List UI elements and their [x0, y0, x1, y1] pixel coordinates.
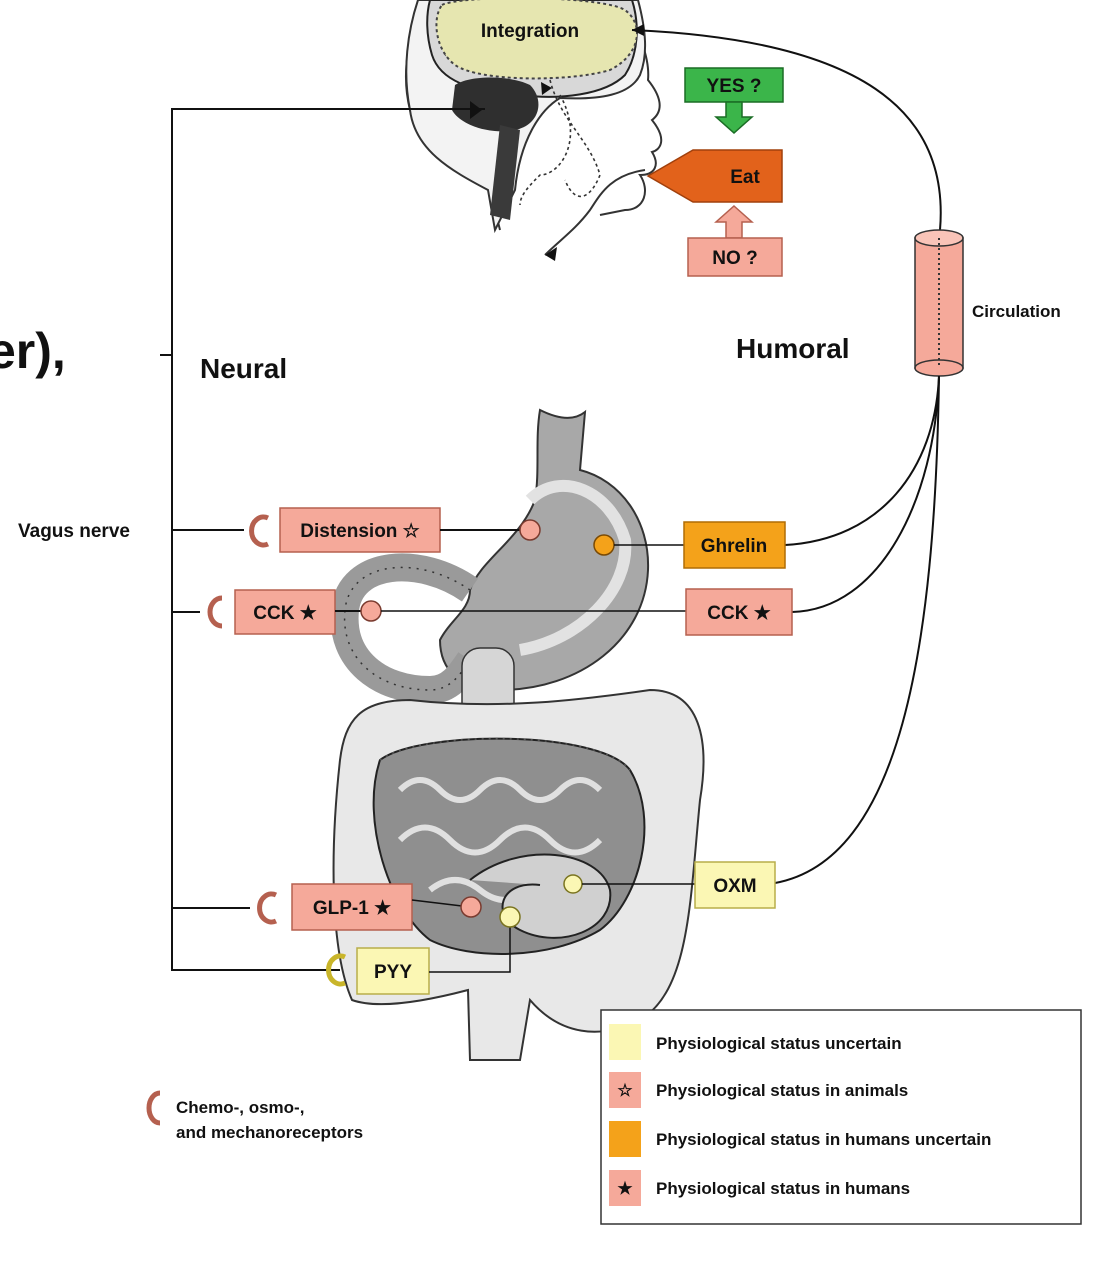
no-box [687, 237, 783, 277]
receptor-glp1 [257, 891, 278, 925]
signal-distension: Distension ☆ [249, 507, 541, 553]
legend-item-uncertain: Physiological status uncertain [609, 1024, 902, 1060]
legend-item-animals: ☆ Physiological status in animals [609, 1072, 908, 1108]
ghrelin-label: Ghrelin [701, 536, 768, 557]
oxm-label: OXM [713, 876, 756, 897]
yes-label: YES ? [707, 76, 762, 97]
signal-glp1: GLP-1 ★ [257, 883, 482, 931]
legend-item-humans-uncertain: Physiological status in humans uncertain [609, 1121, 991, 1157]
signal-cck-neural: CCK ★ [207, 589, 686, 635]
signal-cck-humoral: CCK ★ [685, 588, 793, 636]
no-label: NO ? [712, 248, 757, 269]
eat-label: Eat [730, 167, 760, 188]
signal-oxm: OXM [563, 861, 776, 909]
distension-site [519, 519, 541, 541]
neural-pathway [160, 108, 485, 971]
glp1-site [460, 896, 482, 918]
legend-item-humans: ★ Physiological status in humans [609, 1170, 910, 1206]
pyy-site [499, 906, 521, 928]
neural-label: Neural [200, 353, 287, 384]
oxm-site [563, 874, 583, 894]
pyy-label: PYY [374, 962, 412, 983]
legend-symbol-animals: ☆ [617, 1081, 633, 1100]
yes-down-arrow [714, 101, 754, 135]
yes-box [684, 67, 784, 103]
eat-box [646, 149, 783, 203]
ghrelin-site [593, 534, 615, 556]
legend: Physiological status uncertain ☆ Physiol… [600, 1009, 1082, 1225]
legend-symbol-humans: ★ [617, 1179, 633, 1198]
signal-pyy: PYY [326, 906, 521, 995]
humoral-pathway: Circulation [631, 24, 1061, 884]
legend-label-humans: Physiological status in humans [656, 1179, 910, 1198]
cck-neural-label: CCK ★ [253, 603, 316, 624]
legend-label-humans-uncertain: Physiological status in humans uncertain [656, 1130, 991, 1149]
partial-heading: er), [0, 323, 66, 379]
receptor-note-line1: Chemo-, osmo-, [176, 1098, 304, 1117]
humoral-label: Humoral [736, 333, 850, 364]
signal-ghrelin: Ghrelin [593, 521, 786, 569]
distension-label: Distension ☆ [300, 521, 419, 542]
receptor-note: Chemo-, osmo-, and mechanoreceptors [146, 1090, 363, 1142]
legend-label-uncertain: Physiological status uncertain [656, 1034, 902, 1053]
receptor-note-line2: and mechanoreceptors [176, 1123, 363, 1142]
cck-humoral-label: CCK ★ [707, 603, 770, 624]
no-up-arrow [714, 204, 754, 239]
receptor-pyy [326, 953, 347, 987]
receptor-cck [207, 595, 223, 629]
vagus-nerve-label: Vagus nerve [18, 521, 130, 542]
cck-site [360, 600, 382, 622]
glp1-label: GLP-1 ★ [313, 898, 391, 919]
head-illustration: Integration [404, 0, 663, 261]
eat-decision: YES ? Eat NO ? [646, 67, 784, 277]
circulation-vessel [914, 229, 964, 377]
receptor-note-icon [146, 1090, 161, 1126]
circulation-label: Circulation [972, 302, 1061, 321]
receptor-distension [249, 514, 270, 548]
integration-zone [435, 0, 638, 80]
legend-label-animals: Physiological status in animals [656, 1081, 908, 1100]
integration-label: Integration [481, 21, 579, 42]
